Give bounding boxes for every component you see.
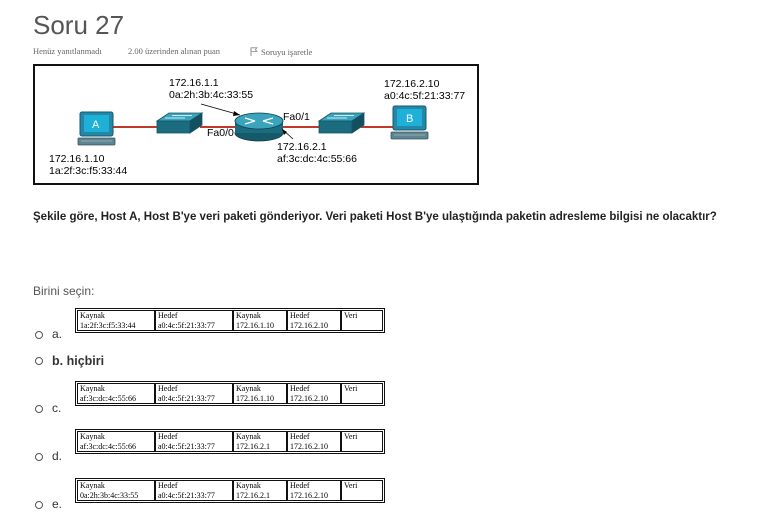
table-header: Kaynak [80,432,105,441]
table-cell: 172.16.1.10 [236,393,274,403]
question-title: Soru 27 [33,10,125,40]
option-e-radio[interactable] [35,501,43,509]
table-header: Kaynak [80,311,105,320]
flag-question-label: Soruyu işaretle [261,47,313,57]
table-header: Kaynak [236,481,261,490]
table-header: Veri [344,384,358,393]
table-header: Hedef [290,481,310,490]
switch-2-icon [317,112,366,134]
table-cell: a0:4c:5f:21:33:77 [158,393,215,403]
table-cell: 172.16.2.1 [236,490,270,500]
table-cell: 172.16.2.10 [290,490,328,500]
switch-1-icon [155,112,204,134]
table-cell: a0:4c:5f:21:33:77 [158,320,215,330]
router-right-mac: af:3c:dc:4c:55:66 [277,153,357,165]
router-left-ip: 172.16.1.1 [169,77,219,89]
table-header: Hedef [158,481,178,490]
table-header: Kaynak [80,481,105,490]
router-right-ip: 172.16.2.1 [277,141,327,153]
table-cell: 172.16.2.10 [290,320,328,330]
table-header: Veri [344,432,358,441]
table-header: Kaynak [236,432,261,441]
host-a-label: A [92,119,100,131]
host-b-ip: 172.16.2.10 [384,78,440,90]
table-cell: a0:4c:5f:21:33:77 [158,490,215,500]
router-left-mac: 0a:2h:3b:4c:33:55 [169,89,254,101]
host-b-mac: a0:4c:5f:21:33:77 [384,90,466,102]
table-header: Kaynak [80,384,105,393]
host-b-icon [390,105,429,140]
table-cell: af:3c:dc:4c:55:66 [80,393,136,403]
table-header: Kaynak [236,311,261,320]
table-cell: 172.16.2.1 [236,441,270,451]
option-b-radio[interactable] [35,357,43,365]
topology-drawing [77,103,429,146]
table-header: Hedef [290,311,310,320]
table-header: Hedef [158,384,178,393]
table-cell: 172.16.2.10 [290,441,328,451]
choose-prompt: Birini seçin: [33,284,95,298]
table-header: Veri [344,481,358,490]
table-header: Hedef [290,432,310,441]
option-b-label[interactable]: b. hiçbiri [52,354,105,368]
table-cell: 1a:2f:3c:f5:33:44 [80,320,136,330]
router-left-iface: Fa0/0 [207,127,234,139]
option-a-radio[interactable] [35,331,43,339]
table-header: Veri [344,311,358,320]
option-e-label[interactable]: e. [52,497,63,511]
table-cell: af:3c:dc:4c:55:66 [80,441,136,451]
flag-icon [250,47,258,56]
option-d-radio[interactable] [35,453,43,461]
question-marks: 2.00 üzerinden alınan puan [128,46,221,56]
host-a-icon [77,111,116,146]
network-diagram: A B 172.16.1.1 0a:2h:3b:4c:33:55 Fa0/0 F… [33,64,479,185]
table-cell: 172.16.2.10 [290,393,328,403]
table-cell: 172.16.1.10 [236,320,274,330]
host-a-ip: 172.16.1.10 [49,153,105,165]
table-header: Hedef [158,432,178,441]
router-icon [234,112,284,142]
host-b-label: B [406,113,414,125]
flag-question-link[interactable]: Soruyu işaretle [250,46,312,57]
question-status: Henüz yanıtlanmadı [33,46,102,56]
option-a-label[interactable]: a. [52,327,63,341]
table-header: Hedef [158,311,178,320]
table-cell: a0:4c:5f:21:33:77 [158,441,215,451]
host-a-mac: 1a:2f:3c:f5:33:44 [49,165,128,177]
option-d-label[interactable]: d. [52,449,63,463]
option-c-label[interactable]: c. [52,401,62,415]
table-cell: 0a:2h:3b:4c:33:55 [80,490,139,500]
table-header: Hedef [290,384,310,393]
router-right-iface: Fa0/1 [283,111,310,123]
option-c-radio[interactable] [35,405,43,413]
table-header: Kaynak [236,384,261,393]
arrow-router-left [200,103,241,116]
question-text: Şekile göre, Host A, Host B'ye veri pake… [33,211,717,223]
